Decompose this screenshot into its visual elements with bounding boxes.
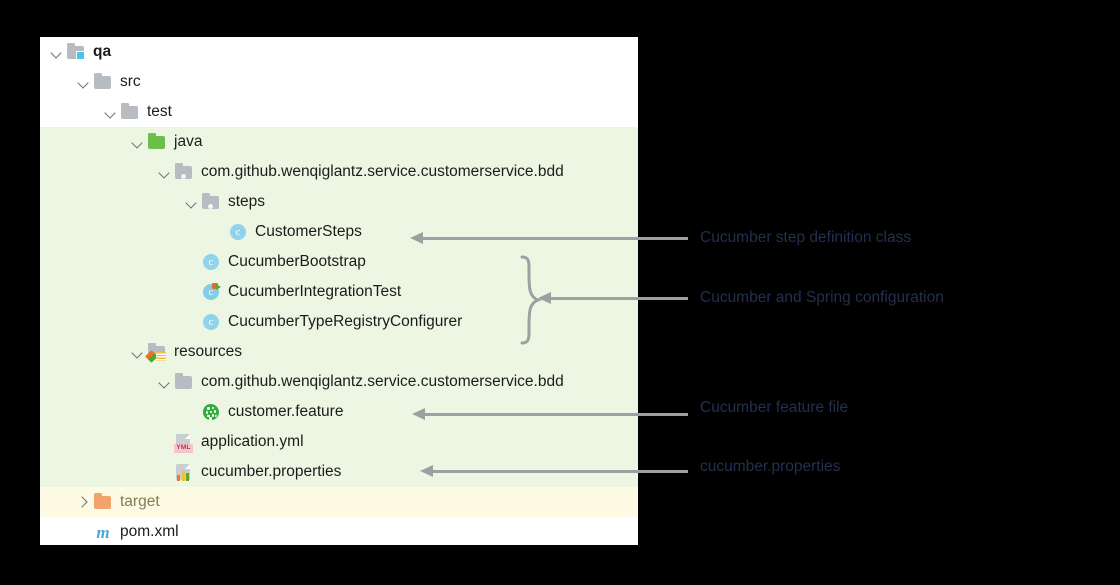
tree-row[interactable]: m pom.xml xyxy=(40,517,638,545)
package-icon xyxy=(174,162,194,182)
tree-spacer xyxy=(183,254,199,270)
chevron-down-icon[interactable] xyxy=(156,164,172,180)
tree-row-label: pom.xml xyxy=(120,523,179,541)
tree-row[interactable]: java xyxy=(40,127,638,157)
tree-row[interactable]: test xyxy=(40,97,638,127)
tree-spacer xyxy=(183,404,199,420)
folder-icon xyxy=(93,72,113,92)
tree-row-label: com.github.wenqiglantz.service.customers… xyxy=(201,163,564,181)
folder-icon xyxy=(174,372,194,392)
annotation-label-cucumber-spring-config: Cucumber and Spring configuration xyxy=(700,289,944,306)
package-icon xyxy=(201,192,221,212)
tree-row-label: CucumberIntegrationTest xyxy=(228,283,402,301)
annotation-label-feature-file: Cucumber feature file xyxy=(700,399,849,416)
properties-file-icon xyxy=(174,462,194,482)
annotation-arrow-4 xyxy=(420,463,688,479)
tree-spacer xyxy=(183,314,199,330)
tree-row-label: src xyxy=(120,73,141,91)
tree-spacer xyxy=(75,524,91,540)
folder-icon xyxy=(120,102,140,122)
chevron-down-icon[interactable] xyxy=(129,344,145,360)
arrow-head-icon xyxy=(412,408,425,420)
resources-folder-icon xyxy=(145,342,167,363)
tree-spacer xyxy=(210,224,226,240)
chevron-down-icon[interactable] xyxy=(48,44,64,60)
tree-spacer xyxy=(183,284,199,300)
tree-row-label: qa xyxy=(93,43,112,61)
tree-row-label: resources xyxy=(174,343,243,361)
tree-row-label: CucumberTypeRegistryConfigurer xyxy=(228,313,463,331)
tree-row[interactable]: src xyxy=(40,67,638,97)
tree-row-label: CucumberBootstrap xyxy=(228,253,366,271)
tree-row-label: steps xyxy=(228,193,266,211)
tree-row[interactable]: YML application.yml xyxy=(40,427,638,457)
tree-row[interactable]: c CucumberTypeRegistryConfigurer xyxy=(40,307,638,337)
annotation-arrow-2 xyxy=(538,290,688,306)
arrow-head-icon xyxy=(538,292,551,304)
annotation-arrow-3 xyxy=(412,406,688,422)
arrow-shaft xyxy=(549,297,688,300)
yml-file-icon: YML xyxy=(174,432,194,453)
tree-row-label: target xyxy=(120,493,160,511)
arrow-shaft xyxy=(421,237,688,240)
source-folder-icon xyxy=(147,132,167,152)
annotation-arrow-1 xyxy=(410,230,688,246)
module-folder-icon xyxy=(66,42,86,62)
java-class-icon: c xyxy=(228,222,248,242)
tree-row-label: test xyxy=(147,103,172,121)
tree-row[interactable]: customer.feature xyxy=(40,397,638,427)
tree-spacer xyxy=(156,434,172,450)
arrow-shaft xyxy=(431,470,688,473)
annotation-label-cucumber-properties: cucumber.properties xyxy=(700,458,841,475)
excluded-folder-icon xyxy=(93,492,113,512)
arrow-head-icon xyxy=(420,465,433,477)
chevron-right-icon[interactable] xyxy=(75,494,91,510)
annotation-label-step-definition: Cucumber step definition class xyxy=(700,229,912,246)
tree-spacer xyxy=(156,464,172,480)
tree-row[interactable]: resources xyxy=(40,337,638,367)
chevron-down-icon[interactable] xyxy=(156,374,172,390)
maven-icon: m xyxy=(96,522,110,542)
tree-row[interactable]: qa xyxy=(40,37,638,67)
chevron-down-icon[interactable] xyxy=(102,104,118,120)
java-test-class-icon: c xyxy=(201,282,221,302)
cucumber-icon xyxy=(201,402,221,422)
tree-row-label: java xyxy=(174,133,203,151)
chevron-down-icon[interactable] xyxy=(75,74,91,90)
tree-row[interactable]: com.github.wenqiglantz.service.customers… xyxy=(40,157,638,187)
tree-row[interactable]: target xyxy=(40,487,638,517)
arrow-head-icon xyxy=(410,232,423,244)
tree-row[interactable]: cucumber.properties xyxy=(40,457,638,487)
tree-row[interactable]: c CustomerSteps xyxy=(40,217,638,247)
tree-row-label: cucumber.properties xyxy=(201,463,342,481)
tree-row[interactable]: com.github.wenqiglantz.service.customers… xyxy=(40,367,638,397)
java-class-icon: c xyxy=(201,312,221,332)
chevron-down-icon[interactable] xyxy=(183,194,199,210)
arrow-shaft xyxy=(423,413,688,416)
tree-row-label: com.github.wenqiglantz.service.customers… xyxy=(201,373,564,391)
java-class-icon: c xyxy=(201,252,221,272)
chevron-down-icon[interactable] xyxy=(129,134,145,150)
tree-row[interactable]: steps xyxy=(40,187,638,217)
tree-row[interactable]: c CucumberBootstrap xyxy=(40,247,638,277)
tree-row-label: customer.feature xyxy=(228,403,344,421)
tree-row-label: CustomerSteps xyxy=(255,223,362,241)
tree-row-label: application.yml xyxy=(201,433,304,451)
